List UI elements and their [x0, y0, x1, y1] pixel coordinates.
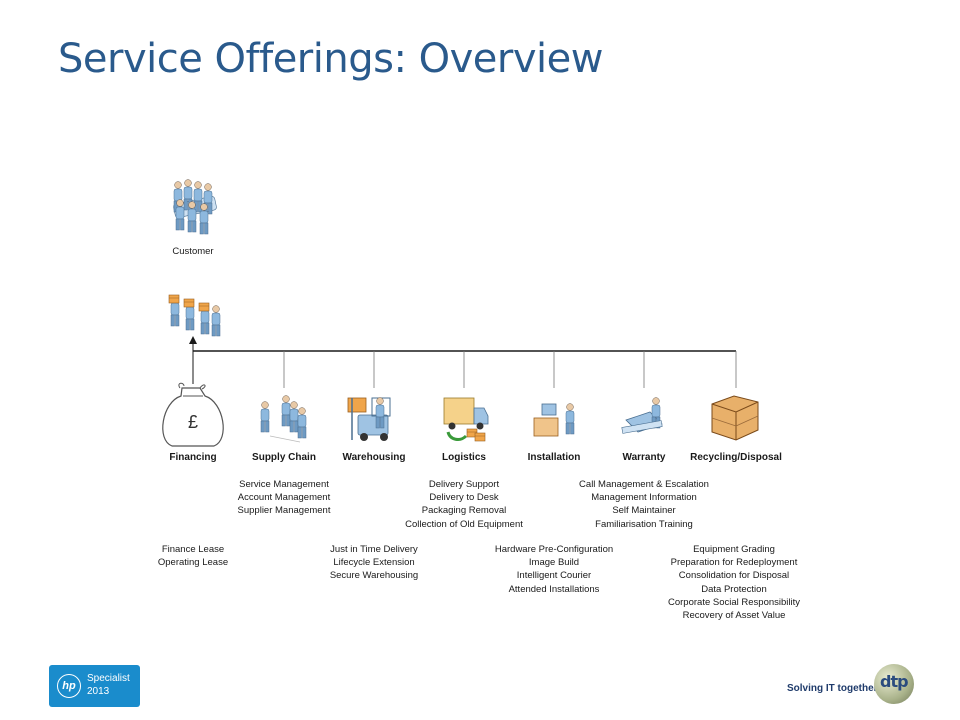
category-supply-chain: Supply Chain: [252, 452, 316, 463]
badge-line-2: 2013: [87, 686, 110, 697]
list-item: Intelligent Courier: [516, 570, 592, 582]
category-warranty: Warranty: [622, 452, 666, 463]
list-item: Attended Installations: [508, 583, 600, 595]
connector-lines: [189, 336, 737, 388]
pound-symbol: £: [188, 412, 198, 432]
dtp-logo-text: dtp: [880, 672, 909, 691]
list-item: Corporate Social Responsibility: [667, 596, 801, 608]
list-item: Image Build: [528, 557, 580, 569]
list-item: Just in Time Delivery: [330, 544, 418, 555]
category-logistics: Logistics: [442, 452, 486, 463]
list-item: Data Protection: [701, 583, 767, 595]
list-item: Operating Lease: [157, 557, 229, 569]
list-item: Secure Warehousing: [329, 570, 419, 582]
category-installation: Installation: [527, 452, 581, 463]
delivery-truck-icon: [443, 397, 489, 442]
category-recycling-disposal: Recycling/Disposal: [690, 452, 782, 463]
customer-group-icon: [173, 179, 217, 235]
delivery-people-icon: [168, 294, 221, 337]
warehousing-services: Just in Time Delivery Lifecycle Extensio…: [330, 543, 418, 583]
hp-specialist-badge: hp Specialist 2013: [49, 665, 140, 707]
list-item: Supplier Management: [237, 505, 331, 517]
list-item: Lifecycle Extension: [333, 557, 415, 569]
hp-logo-icon: hp: [57, 674, 81, 698]
list-item: Service Management: [239, 479, 329, 490]
dtp-logo-icon: dtp: [874, 664, 914, 704]
logistics-services: Delivery Support Delivery to Desk Packag…: [405, 478, 523, 531]
forklift-icon: [347, 397, 391, 441]
installation-services: Hardware Pre-Configuration Image Build I…: [495, 543, 613, 596]
people-icon: [260, 395, 307, 443]
list-item: Familiarisation Training: [595, 518, 693, 530]
list-item: Finance Lease: [161, 544, 225, 555]
financing-services: Finance Lease Operating Lease: [158, 543, 228, 569]
list-item: Packaging Removal: [421, 505, 507, 517]
list-item: Account Management: [237, 492, 331, 504]
list-item: Equipment Grading: [693, 544, 775, 555]
installer-icon: [533, 403, 575, 437]
company-tagline: Solving IT together: [787, 683, 878, 694]
category-warehousing: Warehousing: [342, 452, 406, 463]
page-title: Service Offerings: Overview: [58, 36, 603, 82]
crate-icon: [711, 395, 759, 441]
list-item: Delivery to Desk: [429, 492, 499, 504]
list-item: Self Maintainer: [612, 505, 676, 517]
badge-line-1: Specialist: [87, 673, 130, 684]
warranty-services: Call Management & Escalation Management …: [579, 478, 709, 531]
list-item: Consolidation for Disposal: [678, 570, 790, 582]
recycling-services: Equipment Grading Preparation for Redepl…: [668, 543, 800, 622]
list-item: Call Management & Escalation: [579, 479, 709, 490]
list-item: Preparation for Redeployment: [670, 557, 798, 569]
list-item: Delivery Support: [428, 479, 500, 490]
category-financing: Financing: [169, 452, 217, 463]
list-item: Collection of Old Equipment: [405, 518, 523, 530]
technician-icon: [621, 397, 663, 434]
list-item: Recovery of Asset Value: [682, 610, 786, 622]
list-item: Hardware Pre-Configuration: [494, 544, 614, 555]
list-item: Management Information: [591, 492, 697, 504]
supply-chain-services: Service Management Account Management Su…: [238, 478, 331, 518]
money-bag-icon: £: [162, 382, 224, 447]
customer-label: Customer: [172, 246, 214, 257]
